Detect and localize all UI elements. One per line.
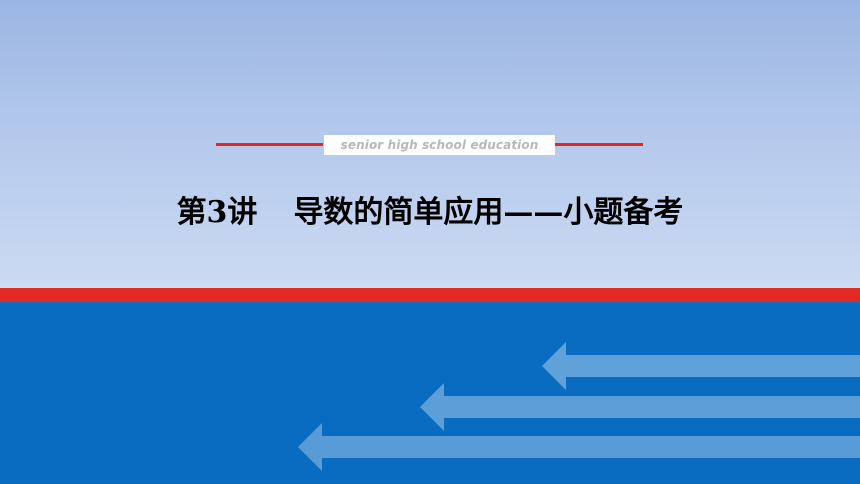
arrow-left-icon — [420, 383, 860, 431]
red-stripe — [0, 288, 860, 302]
tagline-rule-right — [555, 143, 643, 146]
title-topic: 导数的简单应用——小题备考 — [293, 195, 684, 230]
slide-title: 第3讲导数的简单应用——小题备考 — [0, 193, 860, 233]
tagline-rule-left — [216, 143, 323, 146]
arrow-left-icon — [298, 423, 860, 471]
title-lecture: 第3讲 — [176, 195, 258, 230]
arrow-left-icon — [542, 342, 860, 390]
tagline-text: senior high school education — [340, 138, 539, 152]
arrows-decoration — [298, 342, 860, 471]
tagline-box: senior high school education — [324, 135, 555, 155]
